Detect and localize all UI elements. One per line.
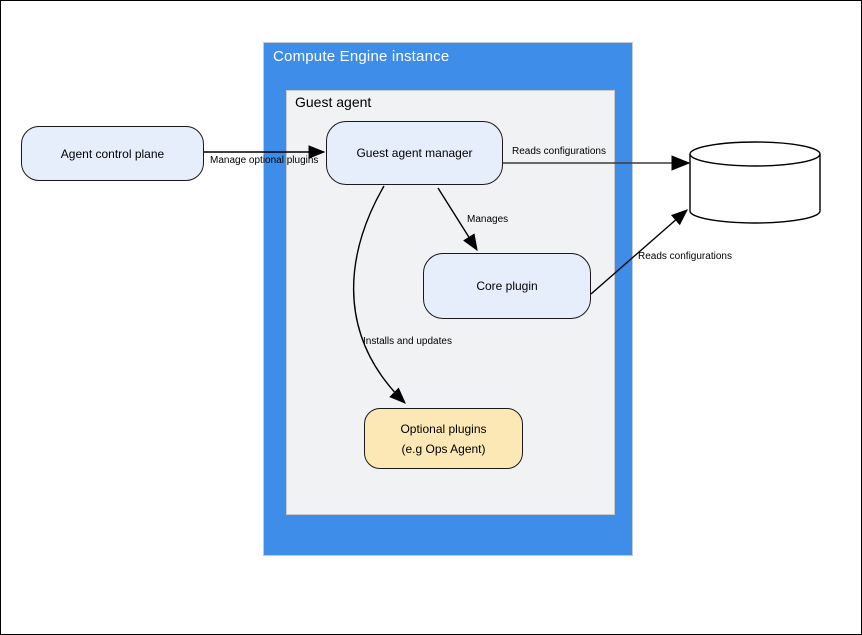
node-agent-control-plane-label: Agent control plane	[60, 146, 165, 161]
edge-label-manage-optional-plugins: Manage optional plugins	[210, 155, 319, 166]
node-core-plugin: Core plugin	[423, 253, 591, 319]
node-core-plugin-label: Core plugin	[476, 279, 538, 293]
node-guest-agent-manager-label: Guest agent manager	[356, 146, 473, 160]
edge-label-reads-configurations-core: Reads configurations	[638, 251, 732, 262]
node-guest-agent-manager: Guest agent manager	[326, 121, 503, 185]
edge-label-reads-configurations-manager: Reads configurations	[512, 146, 606, 157]
guest-agent-label: Guest agent	[295, 94, 372, 110]
node-optional-plugins-sublabel: (e.g Ops Agent)	[401, 441, 486, 456]
edge-label-installs-and-updates: Installs and updates	[363, 336, 452, 347]
node-metadata-server-label: Metadata server	[711, 173, 799, 187]
node-optional-plugins-label: Optional plugins	[400, 421, 487, 436]
node-agent-control-plane: Agent control plane	[21, 126, 204, 181]
node-optional-plugins: Optional plugins (e.g Ops Agent)	[364, 408, 523, 469]
edge-label-manages: Manages	[467, 214, 509, 225]
compute-engine-instance-title: Compute Engine instance	[273, 48, 450, 65]
